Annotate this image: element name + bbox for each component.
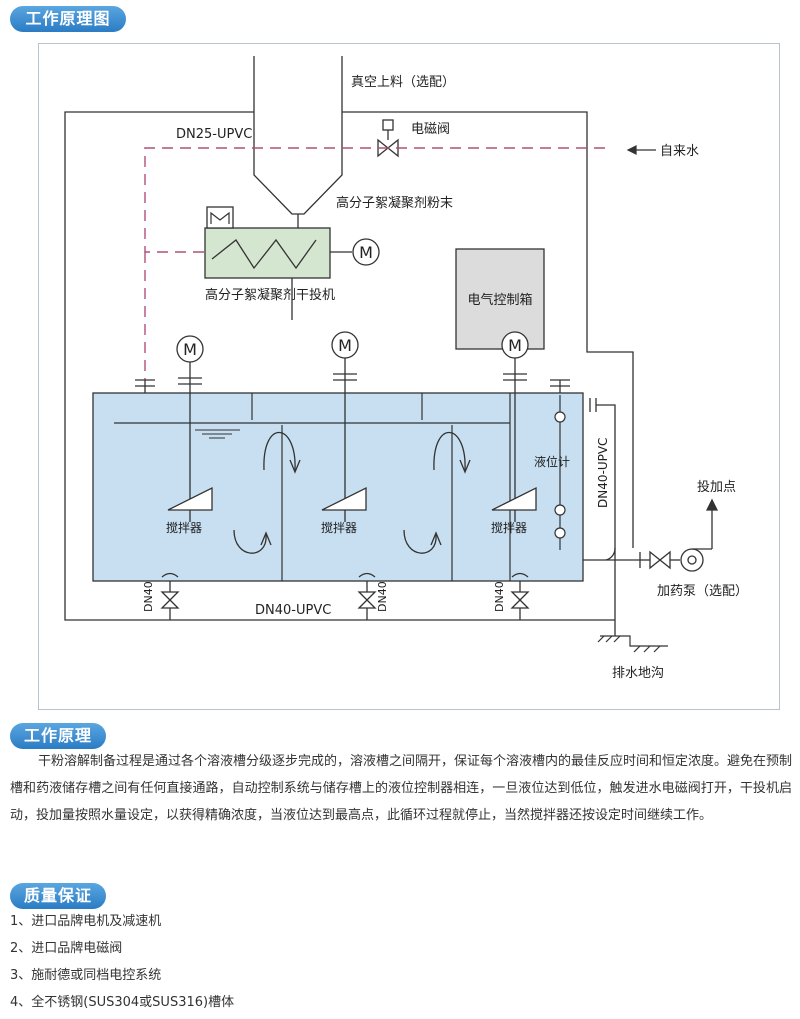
quality-item: 1、进口品牌电机及减速机 <box>10 914 162 929</box>
dry-feeder <box>204 206 352 279</box>
solution-tank <box>92 392 584 582</box>
svg-text:电气控制箱: 电气控制箱 <box>467 292 532 308</box>
quality-heading: 质量保证 <box>10 883 106 909</box>
motor-icon: M <box>338 336 352 355</box>
agitator-label-1: 搅拌器 <box>166 520 202 535</box>
dn40-label-1: DN40 <box>142 581 155 612</box>
tap-water-arrow-icon <box>626 145 656 155</box>
pipe-top-label: DN25-UPVC <box>176 127 252 142</box>
feeder-motor-icon: M <box>352 238 380 266</box>
vacuum-hopper <box>253 56 343 228</box>
dosing-pump-icon <box>640 498 719 572</box>
level-gauge-label: 液位计 <box>534 454 570 469</box>
quality-item: 4、全不锈钢(SUS304或SUS316)槽体 <box>10 995 235 1010</box>
water-level-icon <box>195 429 240 439</box>
vacuum-feed-label: 真空上料（选配） <box>351 75 455 90</box>
control-box: 电气控制箱 <box>455 248 545 350</box>
tank-flanges <box>135 379 570 393</box>
agitator-unit-1: M <box>167 335 213 522</box>
drain-valves <box>130 572 615 621</box>
dn40-label-3: DN40 <box>493 581 506 612</box>
motor-icon: M <box>508 336 522 355</box>
quality-item: 3、施耐德或同档电控系统 <box>10 968 162 983</box>
pipe-side-label: DN40-UPVC <box>596 438 610 508</box>
working-principle-diagram: 真空上料（选配） 电磁阀 DN25-UPVC 自来水 高分子絮凝聚剂粉末 M 高… <box>64 56 748 681</box>
principle-paragraph: 干粉溶解制备过程是通过各个溶液槽分级逐步完成的，溶液槽之间隔开，保证每个溶液槽内… <box>10 754 793 823</box>
motor-icon: M <box>183 340 197 359</box>
tap-water-pipe <box>144 147 605 380</box>
dn40-label-2: DN40 <box>376 581 389 612</box>
svg-text:M: M <box>359 243 373 262</box>
solenoid-valve-label: 电磁阀 <box>411 122 450 137</box>
flow-arrows <box>233 431 471 554</box>
agitator-unit-2: M <box>321 331 367 522</box>
quality-item: 2、进口品牌电磁阀 <box>10 941 123 956</box>
side-outlet-pipe <box>583 398 641 636</box>
drain-ditch-icon <box>597 635 668 653</box>
tap-water-label: 自来水 <box>660 144 699 159</box>
powder-label: 高分子絮凝聚剂粉末 <box>336 195 453 211</box>
feeder-label: 高分子絮凝聚剂干投机 <box>205 287 335 303</box>
agitator-label-2: 搅拌器 <box>321 520 357 535</box>
agitator-unit-3: M <box>491 331 537 522</box>
tank-partitions <box>114 393 511 581</box>
pipe-bottom-label: DN40-UPVC <box>255 603 331 618</box>
diagram-frame <box>38 43 780 710</box>
solenoid-valve-icon <box>377 119 399 158</box>
pump-label: 加药泵（选配） <box>657 584 748 599</box>
quality-list: 1、进口品牌电机及减速机 2、进口品牌电磁阀 3、施耐德或同档电控系统 4、全不… <box>10 908 234 1016</box>
diagram-heading: 工作原理图 <box>10 6 126 32</box>
principle-heading: 工作原理 <box>10 723 106 749</box>
level-gauge <box>554 395 566 550</box>
water-loop-pipe <box>64 111 634 621</box>
agitator-label-3: 搅拌器 <box>491 520 527 535</box>
dosing-point-label: 投加点 <box>697 479 736 495</box>
drain-label: 排水地沟 <box>612 666 664 681</box>
